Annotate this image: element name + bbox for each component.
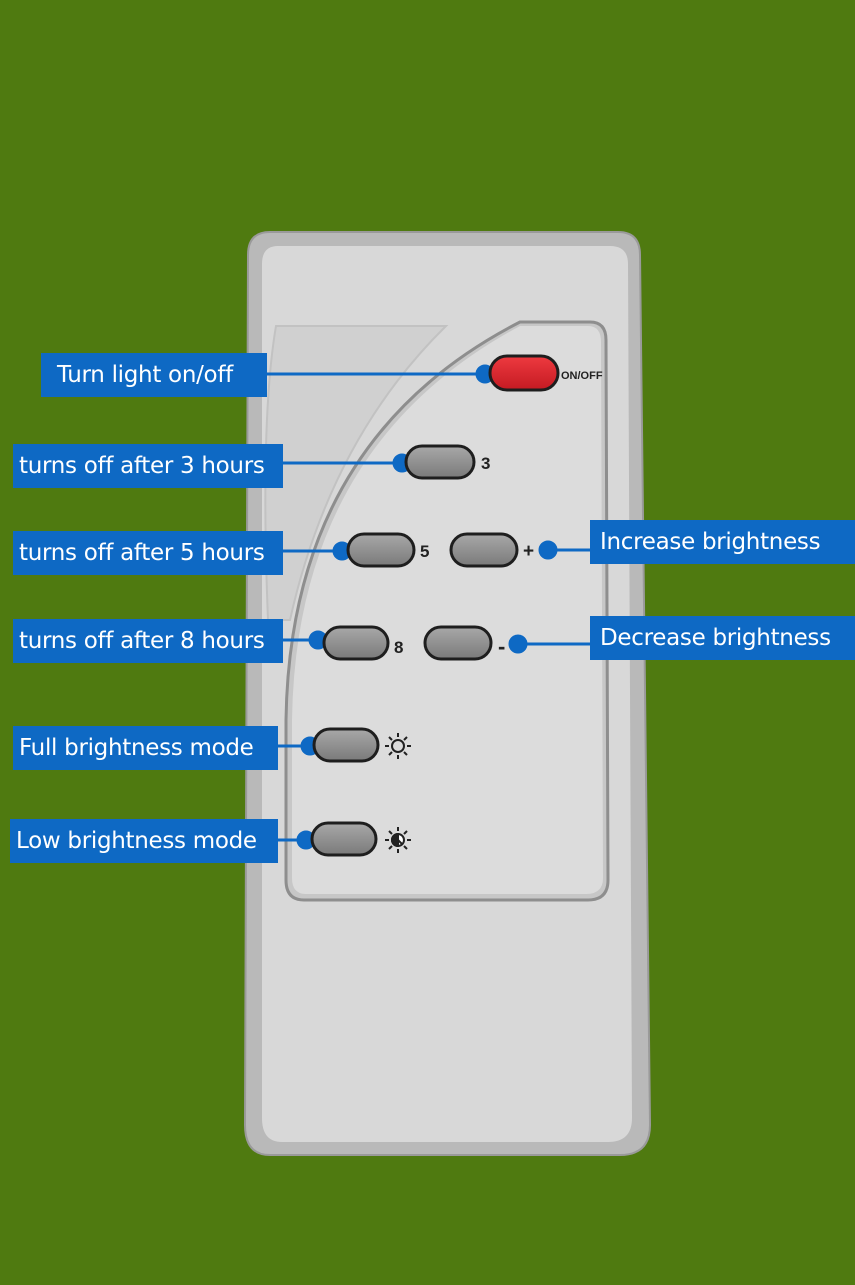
callout-plus: Increase brightness	[590, 520, 855, 564]
power-button[interactable]	[488, 354, 560, 392]
timer-8-button[interactable]	[322, 625, 390, 661]
callout-timer8: turns off after 8 hours	[13, 619, 283, 663]
timer-8-symbol: 8	[394, 638, 403, 657]
timer-5-symbol: 5	[420, 542, 429, 561]
low-brightness-button[interactable]	[310, 821, 378, 857]
callout-power: Turn light on/off	[41, 353, 267, 397]
callout-timer5: turns off after 5 hours	[13, 531, 283, 575]
decorative-sweep	[264, 325, 449, 621]
sun-icon	[385, 733, 411, 759]
minus-button[interactable]	[423, 625, 493, 661]
callout-full: Full brightness mode	[13, 726, 278, 770]
callout-lines	[266, 364, 590, 850]
half-sun-icon	[385, 827, 411, 853]
callout-minus: Decrease brightness	[590, 616, 855, 660]
callout-dot-minus	[508, 634, 528, 654]
power-symbol: ON/OFF	[561, 370, 603, 382]
full-brightness-button[interactable]	[312, 727, 380, 763]
minus-symbol: -	[498, 634, 505, 659]
callout-timer3: turns off after 3 hours	[13, 444, 283, 488]
plus-button[interactable]	[449, 532, 519, 568]
timer-5-button[interactable]	[346, 532, 416, 568]
timer-3-symbol: 3	[481, 454, 490, 473]
plus-symbol: +	[523, 541, 534, 562]
timer-3-button[interactable]	[404, 444, 476, 480]
callout-dot-plus	[538, 540, 558, 560]
callout-low: Low brightness mode	[10, 819, 278, 863]
